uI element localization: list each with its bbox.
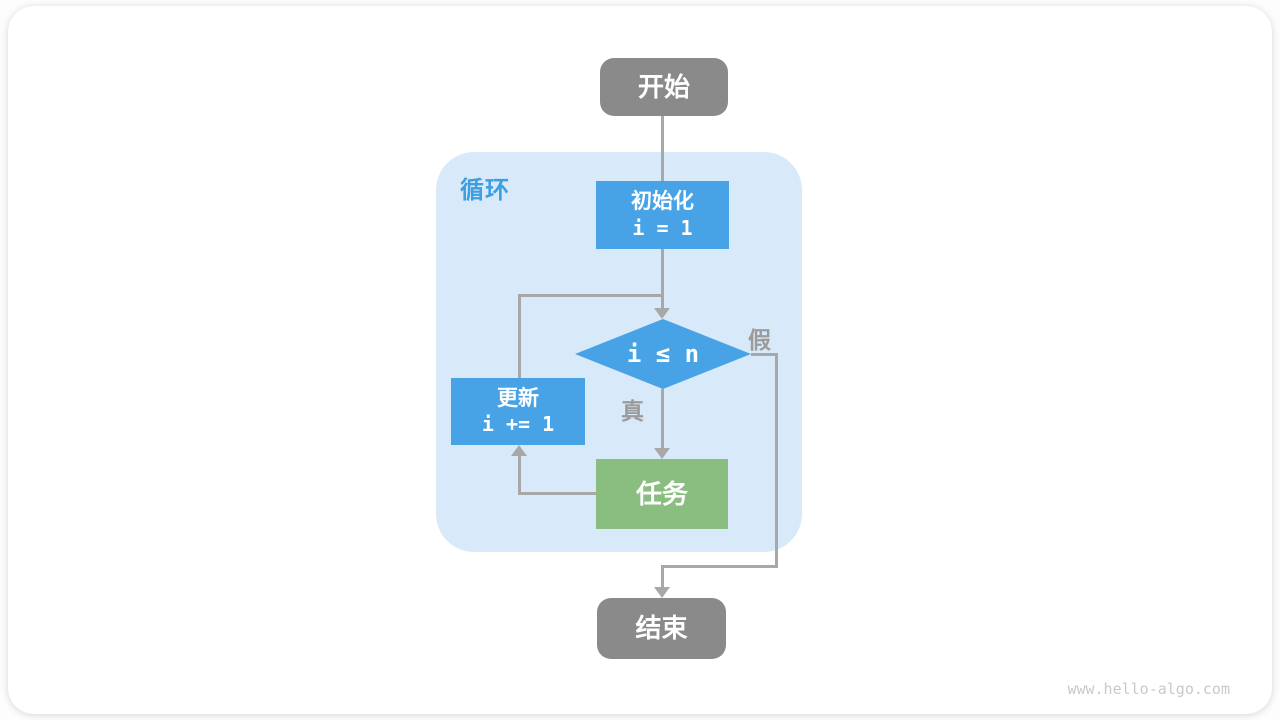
- node-end: 结束: [597, 598, 726, 659]
- node-start-label: 开始: [637, 71, 690, 102]
- node-condition-label: i ≤ n: [626, 340, 700, 368]
- node-initialize-title: 初始化: [631, 190, 694, 214]
- node-task: 任务: [596, 459, 728, 529]
- loop-region-label: 循环: [460, 177, 510, 204]
- node-update-code: i += 1: [481, 412, 555, 437]
- edge-task-to-update-horizontal: [518, 492, 597, 495]
- edge-into-end-vertical: [661, 565, 664, 588]
- edge-condition-to-task: [661, 389, 664, 448]
- node-initialize: 初始化 i = 1: [596, 181, 729, 249]
- edge-task-to-update-vertical: [518, 455, 521, 495]
- arrowhead-into-update: [511, 445, 527, 456]
- edge-loopback-horizontal: [518, 294, 664, 297]
- node-update-title: 更新: [497, 386, 539, 410]
- edge-label-false: 假: [748, 327, 771, 353]
- edge-false-bottom-horizontal: [661, 565, 778, 568]
- node-end-label: 结束: [635, 613, 688, 644]
- edge-start-to-init: [661, 116, 664, 181]
- edge-label-true: 真: [621, 398, 644, 424]
- arrowhead-into-condition: [654, 308, 670, 319]
- node-update: 更新 i += 1: [451, 378, 585, 445]
- watermark: www.hello-algo.com: [1067, 680, 1230, 698]
- edge-update-to-loopback: [518, 294, 521, 380]
- edge-condition-false-horizontal: [751, 353, 778, 356]
- arrowhead-into-task: [654, 448, 670, 459]
- diagram-card: 循环 真 假 开始 初始化 i = 1 i ≤ n 更新: [8, 6, 1272, 714]
- edge-init-to-condition: [661, 249, 664, 309]
- edge-false-vertical: [775, 353, 778, 568]
- node-start: 开始: [600, 58, 728, 116]
- node-task-label: 任务: [635, 478, 688, 509]
- node-initialize-code: i = 1: [632, 215, 693, 240]
- arrowhead-into-end: [654, 587, 670, 598]
